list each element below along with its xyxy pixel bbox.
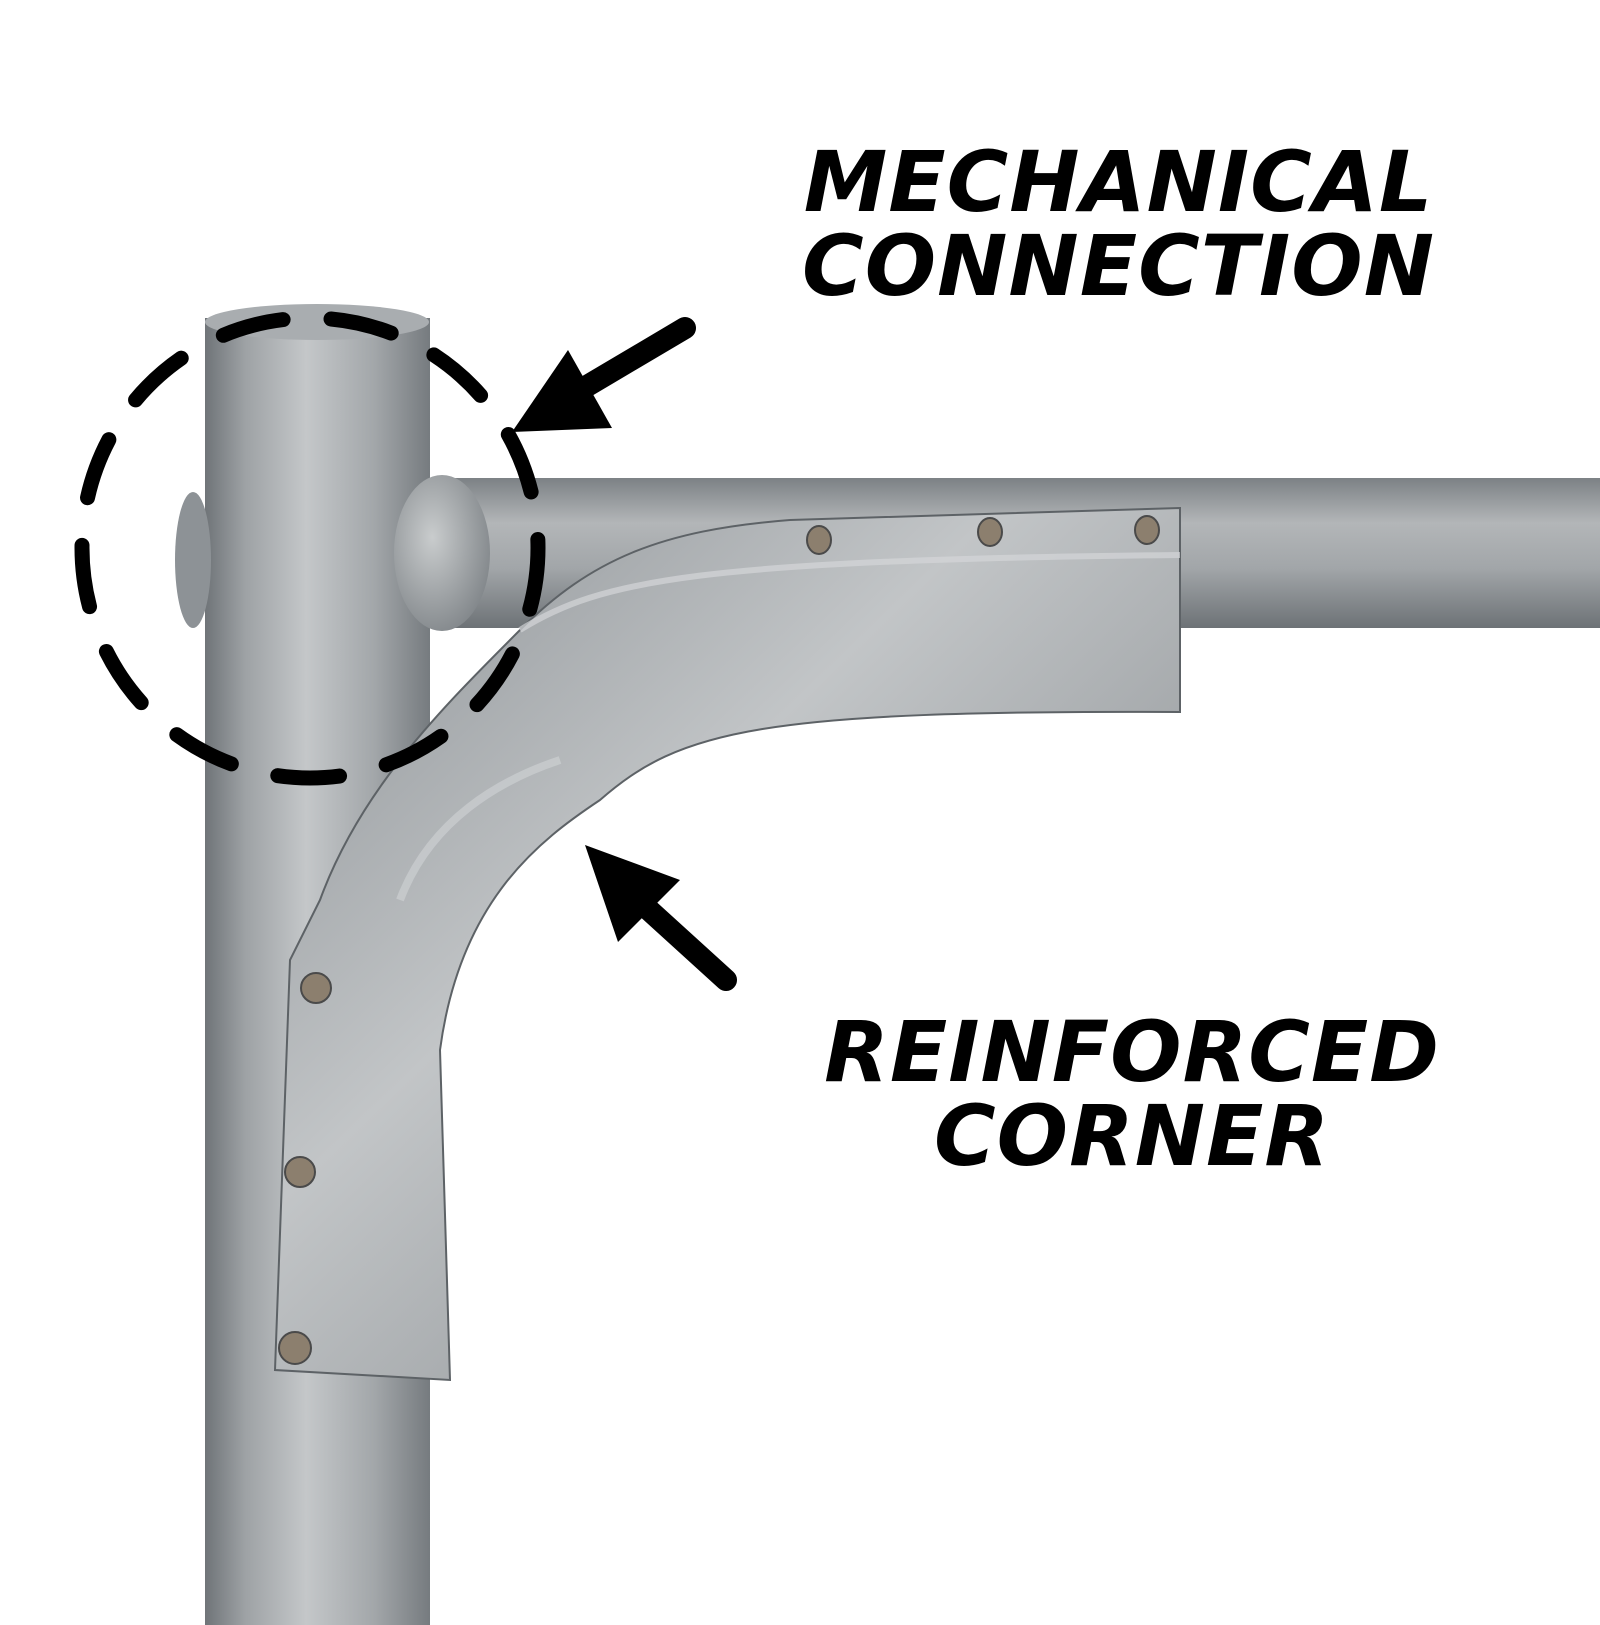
mechanical-connection-label: MECHANICAL CONNECTION xyxy=(802,140,1435,308)
bolt-head xyxy=(175,492,211,628)
reinforced-corner-label-line2: CORNER xyxy=(934,1087,1331,1185)
rivet xyxy=(278,1331,312,1365)
mechanical-arrow xyxy=(512,317,696,432)
reinforced-corner-label: REINFORCED CORNER xyxy=(824,1010,1440,1178)
highlight-dashed-circle xyxy=(74,310,546,786)
rivet xyxy=(300,972,332,1004)
corner-bracket xyxy=(273,506,1181,1382)
rivet xyxy=(977,517,1003,547)
reinforced-corner-label-line1: REINFORCED xyxy=(824,1003,1440,1101)
rivet xyxy=(284,1156,316,1188)
mechanical-connection-label-line1: MECHANICAL xyxy=(803,133,1434,231)
mechanical-connection-label-line2: CONNECTION xyxy=(802,217,1435,315)
reinforced-arrow xyxy=(585,845,737,991)
rivets xyxy=(278,515,1160,1365)
rail-end-cap xyxy=(394,475,490,631)
rivet xyxy=(806,525,832,555)
rivet xyxy=(1134,515,1160,545)
